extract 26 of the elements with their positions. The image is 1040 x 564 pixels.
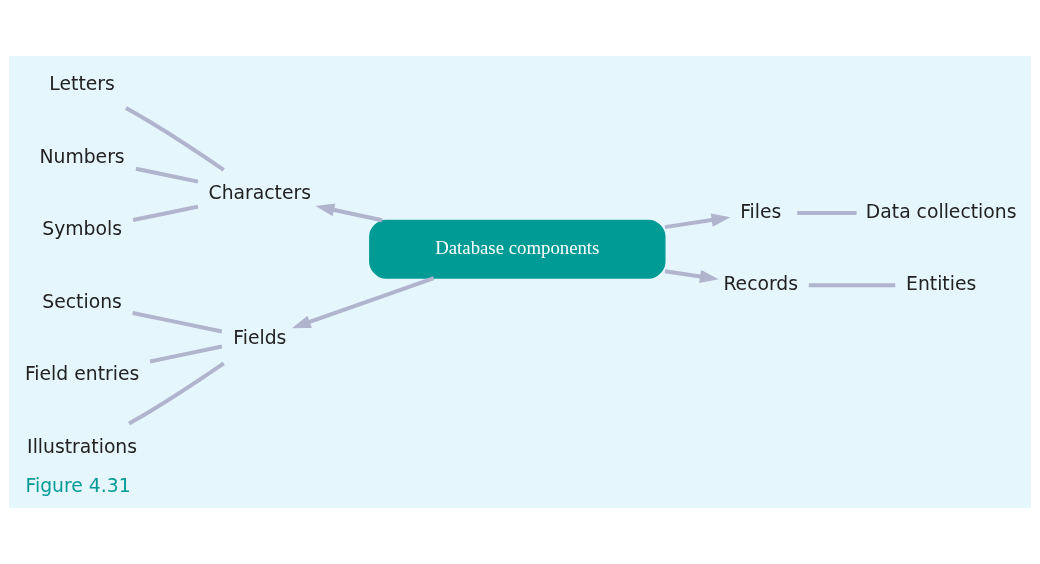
caption: Figure 4.31 [25,475,131,497]
connector [797,210,857,215]
arrow [664,269,719,283]
arrow [315,203,383,223]
node-text: Files [740,200,782,222]
node-text: Sections [42,290,122,312]
node-box: Database components [369,219,666,279]
node-text: Records [723,273,799,295]
arrow [291,276,435,329]
connector [132,311,223,334]
connector [808,283,896,288]
connector [135,166,199,184]
node-text: Symbols [42,218,122,240]
node-text: Field entries [24,363,140,385]
connector [149,344,223,364]
connector [124,106,225,172]
connector [132,204,199,223]
node-text: Letters [49,73,115,95]
node-text: Fields [233,326,287,348]
connector [128,361,225,426]
node-text: Numbers [39,145,125,167]
node-text: Entities [906,273,977,295]
node-text: Data collections [865,200,1017,222]
node-text: Illustrations [27,435,138,457]
node-text: Characters [208,182,312,204]
arrow [664,213,731,230]
